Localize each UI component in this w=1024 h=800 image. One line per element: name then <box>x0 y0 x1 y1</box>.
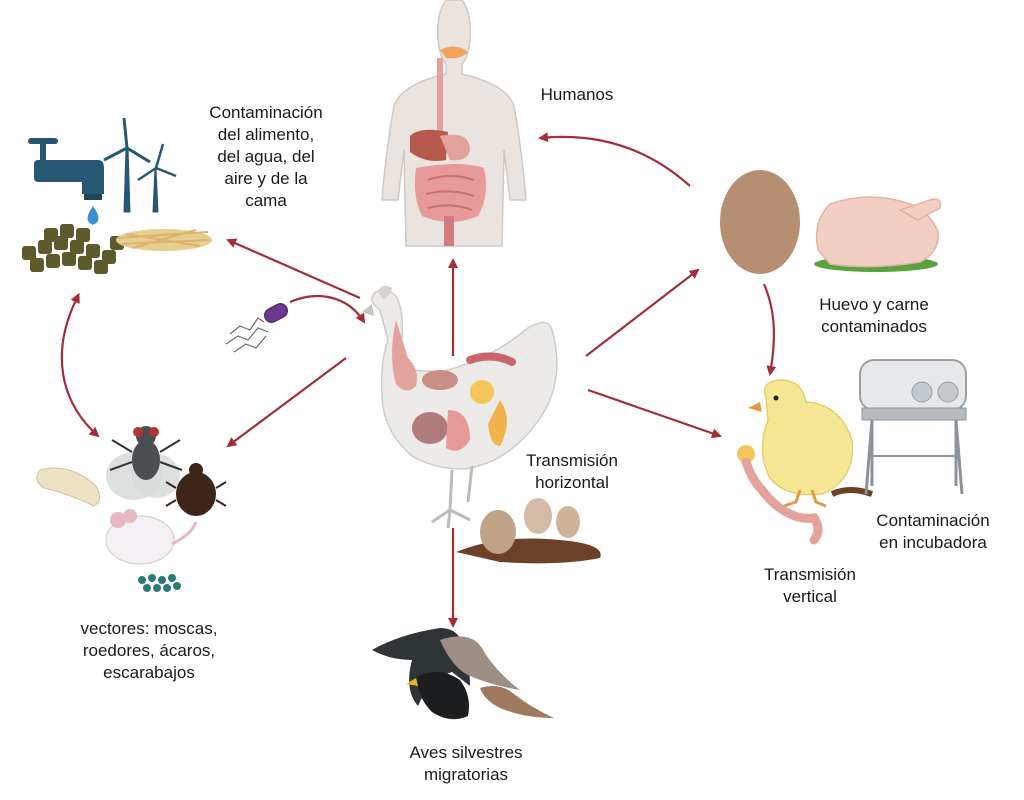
arrow-egg-to-humans <box>538 132 691 187</box>
vectors-illustration <box>36 426 227 592</box>
faucet-icon <box>28 138 104 200</box>
wind-turbine-icon <box>103 117 177 213</box>
label-contamination: Contaminación del alimento, del agua, de… <box>209 103 323 210</box>
arrows <box>60 132 777 628</box>
mite-icon <box>138 574 181 592</box>
straw-icon <box>116 229 212 251</box>
label-vectors: vectores: moscas, roedores, ácaros, esca… <box>80 619 218 682</box>
egg-icon <box>720 170 800 274</box>
arrow-to-egg-meat <box>585 268 700 357</box>
label-incubator-contamination: Contaminación en incubadora <box>876 511 990 552</box>
label-egg-meat: Huevo y carne contaminados <box>819 295 929 336</box>
arrow-to-contamination <box>226 238 361 300</box>
arrow-to-vectors <box>226 357 347 448</box>
feed-pellets-icon <box>22 224 124 274</box>
mouse-icon <box>105 509 198 565</box>
arrow-egg-to-chick <box>762 283 777 376</box>
arrow-contamination-vectors <box>60 292 100 438</box>
dirty-eggs-icon <box>456 498 601 564</box>
roast-chicken-icon <box>814 196 942 272</box>
incubator-icon <box>859 359 967 495</box>
larva-icon <box>36 467 100 507</box>
beetle-icon <box>165 463 227 516</box>
egg-meat-illustration <box>720 170 942 274</box>
arrow-to-chick <box>587 388 722 439</box>
contamination-sources <box>22 117 212 274</box>
label-vertical-transmission: Transmisión vertical <box>764 565 856 606</box>
arrow-bacteria-to-hen <box>289 295 366 324</box>
human-body-icon <box>381 0 527 247</box>
label-humans: Humanos <box>540 85 614 104</box>
fly-icon <box>106 426 183 500</box>
wild-birds-icon <box>372 628 554 720</box>
water-drop-icon <box>87 206 99 225</box>
chick-icon <box>737 379 874 545</box>
label-horizontal-transmission: Transmisión horizontal <box>526 451 618 492</box>
bacteria-icon <box>225 303 289 353</box>
label-wild-birds: Aves silvestres migratorias <box>409 743 523 784</box>
hen-icon <box>362 285 558 529</box>
